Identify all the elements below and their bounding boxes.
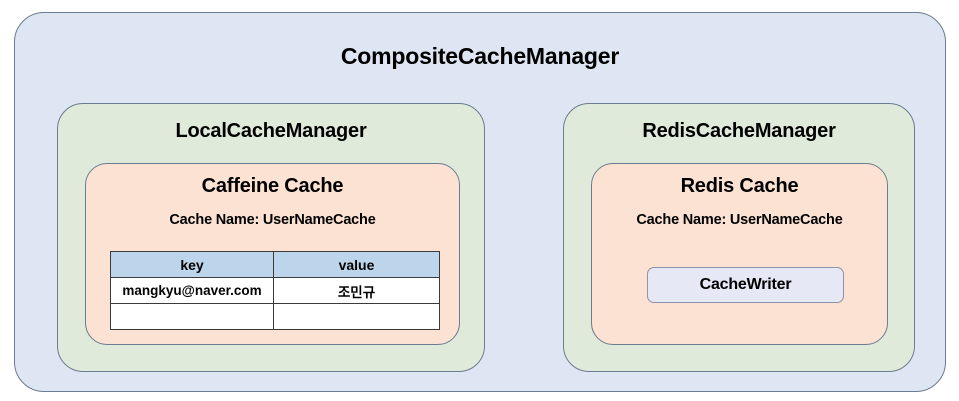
caffeine-cache-name-label: Cache Name: UserNameCache [169,212,376,228]
cell-value: 조민규 [273,277,440,304]
redis-cache-title: Redis Cache [680,175,799,197]
column-header-value: value [273,251,440,278]
local-cache-manager-title: LocalCacheManager [175,120,367,142]
cache-writer-box: CacheWriter [647,267,844,303]
composite-cache-manager-title: CompositeCacheManager [340,43,620,69]
column-header-key: key [110,251,274,278]
table-row [110,303,440,330]
caffeine-cache-box: Caffeine Cache Cache Name: UserNameCache… [85,163,460,345]
cache-entries-table: key value mangkyu@naver.com 조민규 [110,251,440,330]
table-row: mangkyu@naver.com 조민규 [110,277,440,304]
caffeine-cache-title: Caffeine Cache [201,175,344,197]
table-header-row: key value [110,251,440,278]
redis-cache-name-label: Cache Name: UserNameCache [636,212,843,228]
cell-value [273,303,440,330]
cell-key: mangkyu@naver.com [110,277,274,304]
redis-cache-box: Redis Cache Cache Name: UserNameCache Ca… [591,163,888,345]
cell-key [110,303,274,330]
redis-cache-manager-title: RedisCacheManager [642,120,836,142]
